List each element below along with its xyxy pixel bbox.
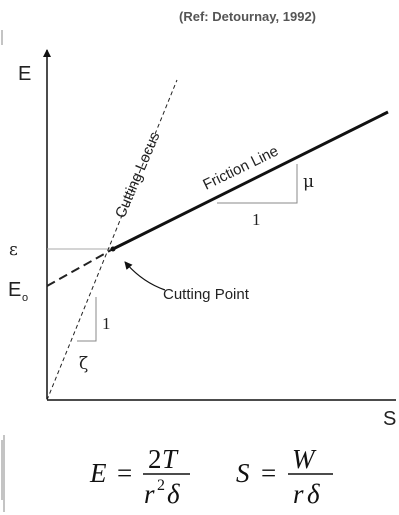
- energy-eq-num-var: T: [162, 444, 179, 474]
- cutting-point-marker: [110, 246, 116, 252]
- cutting-slope-rise: 1: [102, 314, 111, 333]
- cutting-point-label: Cutting Point: [163, 286, 250, 303]
- friction-line-extension: [46, 248, 114, 287]
- y-axis-label: E: [18, 63, 31, 85]
- strength-equation: S = W r δ: [236, 444, 333, 509]
- friction-slope-run: 1: [252, 210, 261, 229]
- cutting-locus-line: [46, 79, 178, 401]
- cutting-locus-label: Cutting Locus: [112, 129, 163, 220]
- x-axis-label: S: [383, 408, 396, 430]
- friction-line: [112, 110, 389, 251]
- energy-eq-den-r: r: [144, 479, 155, 509]
- energy-eq-num-coef: 2: [148, 444, 162, 474]
- energy-equation: E = 2 T r 2 δ: [89, 444, 190, 509]
- strength-eq-lhs: S: [236, 458, 250, 488]
- e-zero-subscript: o: [22, 292, 28, 304]
- strength-eq-equals: =: [261, 458, 276, 488]
- reference-text: (Ref: Detournay, 1992): [179, 9, 316, 24]
- energy-eq-lhs: E: [89, 458, 107, 488]
- strength-eq-den-r: r: [293, 479, 304, 509]
- epsilon-label: ε: [9, 240, 18, 260]
- friction-slope-triangle: [217, 164, 298, 204]
- strength-eq-den-delta: δ: [307, 479, 320, 509]
- cutting-slope-run: ζ: [79, 354, 88, 374]
- strength-eq-num: W: [292, 444, 317, 474]
- energy-eq-equals: =: [117, 458, 132, 488]
- cutting-point-arrow: [124, 261, 166, 291]
- friction-slope-rise: μ: [303, 172, 314, 192]
- energy-eq-den-delta: δ: [167, 479, 180, 509]
- cutting-slope-triangle: [77, 297, 97, 342]
- e-zero-label: E: [8, 279, 21, 301]
- energy-eq-den-sup: 2: [157, 477, 165, 494]
